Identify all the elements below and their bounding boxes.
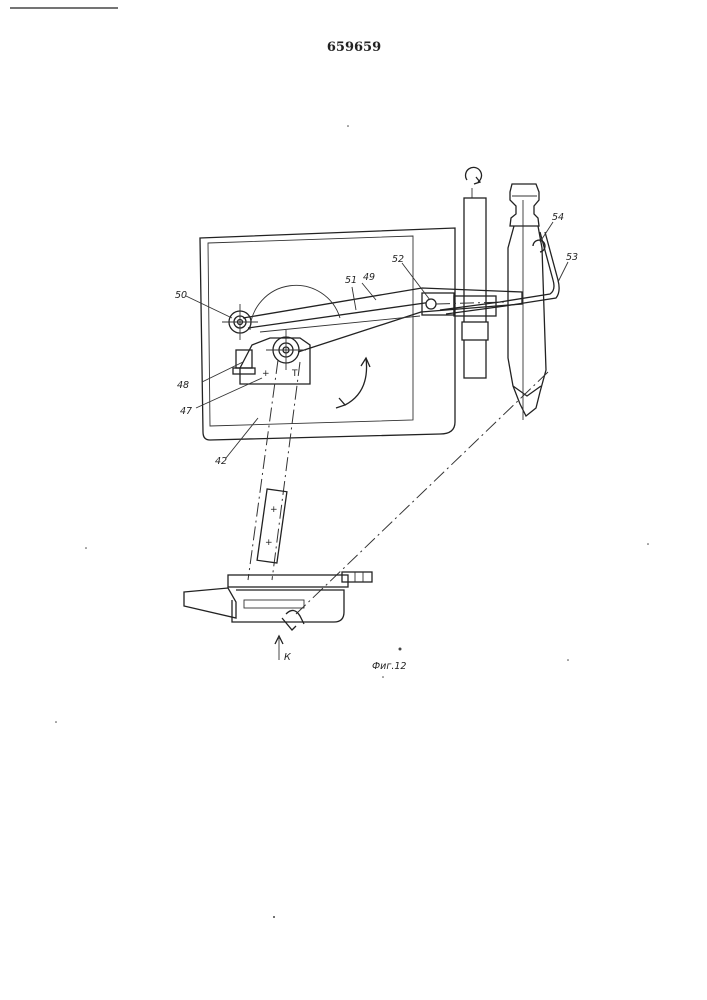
view-marker: К	[284, 652, 292, 663]
label-51: 51	[345, 275, 357, 286]
svg-text:+: +	[265, 538, 273, 548]
view-arrow	[275, 636, 283, 660]
cable	[440, 232, 554, 310]
label-42: 42	[215, 456, 227, 467]
carriage	[184, 572, 372, 630]
label-54: 54	[552, 212, 564, 223]
base-plate-inner	[208, 236, 413, 426]
svg-text:+: +	[262, 369, 270, 379]
label-48: 48	[177, 380, 189, 391]
patent-number: 659659	[327, 40, 381, 55]
swing-arc	[250, 285, 340, 330]
svg-text:T: T	[291, 369, 298, 379]
swing-arm: + +	[248, 360, 300, 580]
label-47: 47	[180, 406, 192, 417]
base-plate	[200, 228, 455, 440]
label-52: 52	[392, 254, 404, 265]
scan-specks	[55, 125, 649, 918]
rotation-arrow	[345, 358, 367, 405]
spray-line	[296, 372, 548, 614]
label-49: 49	[363, 272, 375, 283]
figure-caption: Фиг.12	[372, 661, 406, 672]
label-50: 50	[175, 290, 187, 301]
shaft	[462, 167, 488, 378]
pivot-50	[222, 304, 258, 340]
leader-lines	[186, 222, 568, 458]
svg-text:+: +	[270, 505, 278, 515]
label-53: 53	[566, 252, 578, 263]
